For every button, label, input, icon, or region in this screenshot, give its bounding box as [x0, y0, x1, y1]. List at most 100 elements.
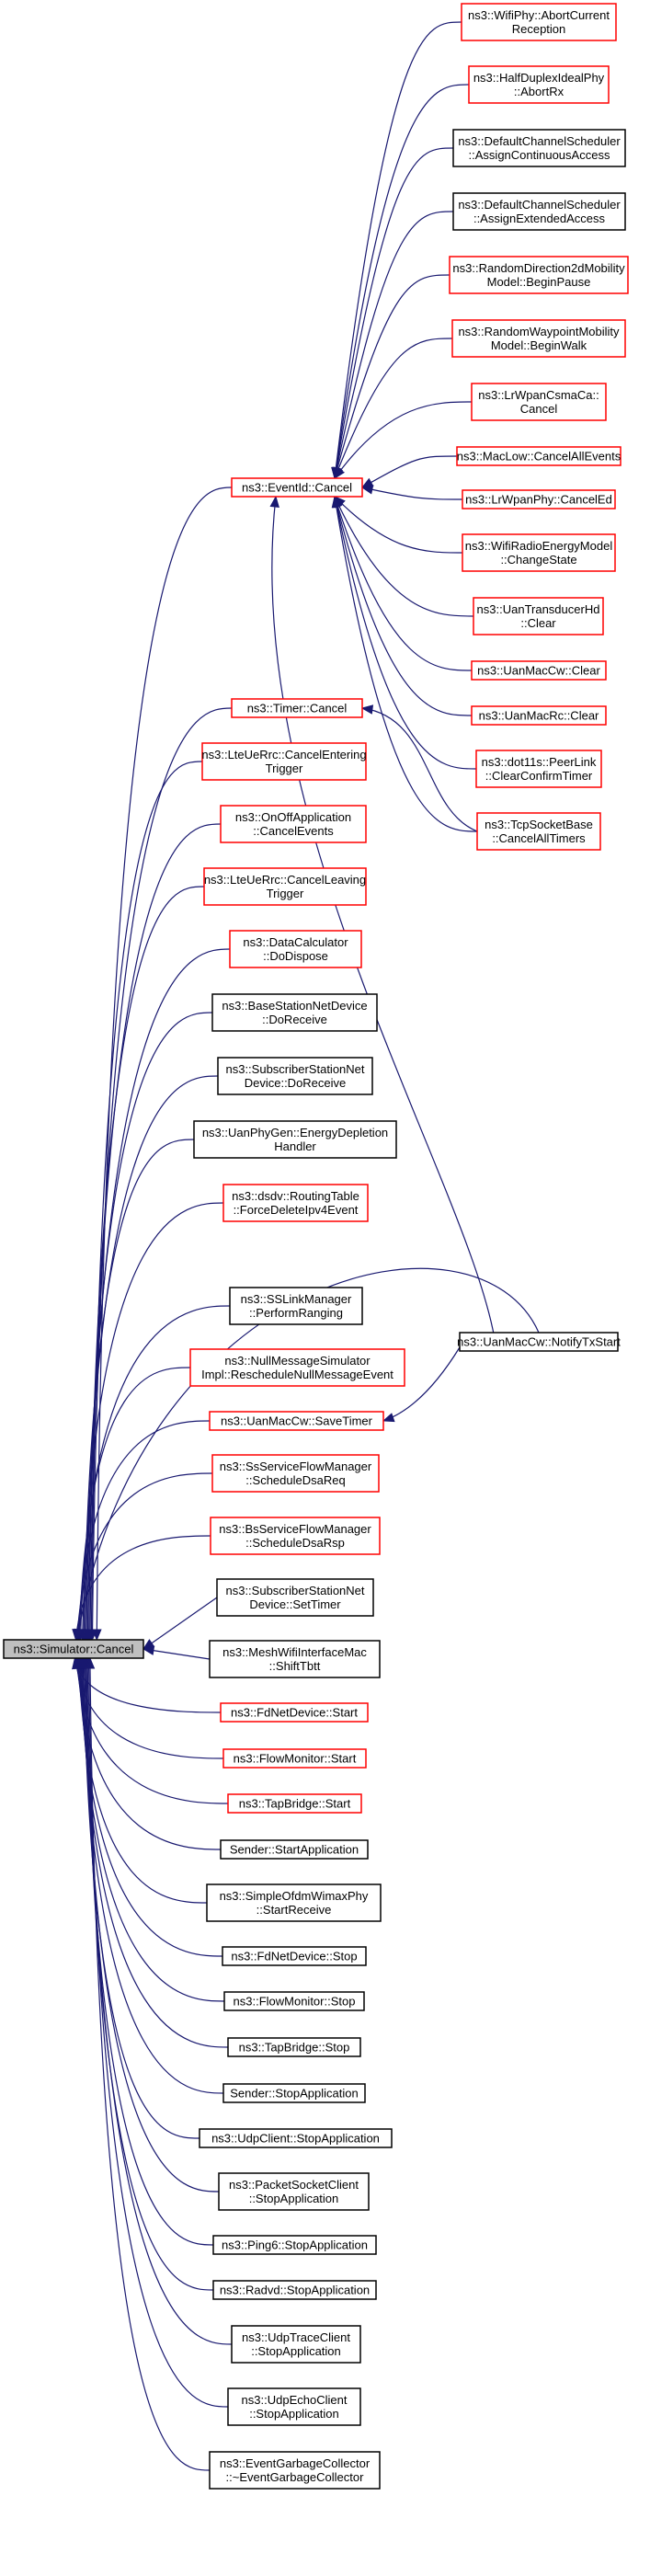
node-ping6-stopapplication[interactable]: ns3::Ping6::StopApplication	[212, 2235, 377, 2255]
node-label-ssnetdevice-doreceive-1: Device::DoReceive	[245, 1076, 347, 1090]
node-label-eventgc-destructor-0: ns3::EventGarbageCollector	[220, 2456, 371, 2470]
node-halfduplex-abortrx[interactable]: ns3::HalfDuplexIdealPhy::AbortRx	[468, 65, 610, 104]
node-randomwaypoint-beginwalk[interactable]: ns3::RandomWaypointMobilityModel::BeginW…	[451, 319, 626, 358]
node-label-flowmonitor-start-0: ns3::FlowMonitor::Start	[234, 1752, 357, 1766]
node-eventid-cancel[interactable]: ns3::EventId::Cancel	[231, 477, 363, 498]
node-label-eventid-cancel-0: ns3::EventId::Cancel	[242, 481, 352, 495]
node-eventgc-destructor[interactable]: ns3::EventGarbageCollector::~EventGarbag…	[209, 2451, 381, 2490]
node-label-udpclient-stopapplication-0: ns3::UdpClient::StopApplication	[211, 2132, 380, 2146]
node-uanmaccw-savetimer[interactable]: ns3::UanMacCw::SaveTimer	[209, 1411, 384, 1431]
node-tapbridge-start[interactable]: ns3::TapBridge::Start	[227, 1793, 362, 1814]
node-label-lrwpancsmaca-cancel-0: ns3::LrWpanCsmaCa::	[478, 388, 599, 402]
node-label-ssnetdevice-settimer-0: ns3::SubscriberStationNet	[225, 1584, 364, 1597]
node-label-onoff-cancelevents-1: ::CancelEvents	[253, 824, 334, 838]
node-simpleofdm-startreceive[interactable]: ns3::SimpleOfdmWimaxPhy::StartReceive	[206, 1883, 382, 1922]
node-label-fdnetdevice-start-0: ns3::FdNetDevice::Start	[231, 1706, 358, 1720]
edge-root-sender-startapplication	[73, 1656, 222, 1850]
node-label-udptrace-stopapplication-0: ns3::UdpTraceClient	[242, 2330, 350, 2344]
node-meshwifi-shifttbtt[interactable]: ns3::MeshWifiInterfaceMac::ShiftTbtt	[209, 1640, 381, 1678]
node-label-fdnetdevice-stop-0: ns3::FdNetDevice::Stop	[231, 1950, 357, 1963]
node-fdnetdevice-stop[interactable]: ns3::FdNetDevice::Stop	[222, 1946, 367, 1966]
node-lrwpanphy-canceled[interactable]: ns3::LrWpanPhy::CancelEd	[462, 489, 616, 509]
node-flowmonitor-start[interactable]: ns3::FlowMonitor::Start	[222, 1748, 367, 1769]
node-label-dcs-assigncontinuous-0: ns3::DefaultChannelScheduler	[458, 134, 621, 148]
edge-root-timer-cancel	[87, 707, 233, 1642]
node-dot11s-peerlink-clearconfirm[interactable]: ns3::dot11s::PeerLink::ClearConfirmTimer	[475, 750, 602, 788]
node-uanmaccw-notifytxstart[interactable]: ns3::UanMacCw::NotifyTxStart	[457, 1332, 621, 1352]
node-maclow-cancelallevents[interactable]: ns3::MacLow::CancelAllEvents	[456, 446, 621, 466]
node-label-ssnetdevice-doreceive-0: ns3::SubscriberStationNet	[225, 1062, 364, 1076]
node-label-sslinkmanager-performranging-0: ns3::SSLinkManager	[241, 1292, 352, 1306]
edge-eventid-dot11s-peerlink-clearconfirm	[332, 495, 477, 770]
node-sslinkmanager-performranging[interactable]: ns3::SSLinkManager::PerformRanging	[229, 1287, 363, 1325]
node-label-dcs-assignextended-1: ::AssignExtendedAccess	[473, 212, 606, 225]
node-label-simpleofdm-startreceive-0: ns3::SimpleOfdmWimaxPhy	[220, 1889, 369, 1903]
node-udpecho-stopapplication[interactable]: ns3::UdpEchoClient::StopApplication	[227, 2387, 361, 2426]
node-ssnetdevice-settimer[interactable]: ns3::SubscriberStationNetDevice::SetTime…	[216, 1578, 374, 1617]
node-ssflowmanager-scheduledsareq[interactable]: ns3::SsServiceFlowManager::ScheduleDsaRe…	[211, 1454, 380, 1493]
node-onoff-cancelevents[interactable]: ns3::OnOffApplication::CancelEvents	[220, 805, 367, 843]
node-wifiradioenergy-changestate[interactable]: ns3::WifiRadioEnergyModel::ChangeState	[462, 533, 616, 572]
node-label-ssflowmanager-scheduledsareq-1: ::ScheduleDsaReq	[245, 1473, 345, 1487]
edge-root-eventid-cancel	[92, 487, 233, 1642]
node-datacalculator-dodispose[interactable]: ns3::DataCalculator::DoDispose	[229, 930, 362, 968]
node-label-datacalculator-dodispose-1: ::DoDispose	[263, 949, 328, 963]
node-label-lteuerrc-cancelentering-1: Trigger	[266, 761, 303, 775]
node-bsflowmanager-scheduledsarsp[interactable]: ns3::BsServiceFlowManager::ScheduleDsaRs…	[210, 1517, 381, 1555]
node-flowmonitor-stop[interactable]: ns3::FlowMonitor::Stop	[223, 1991, 365, 2011]
node-dsdv-forcedelete[interactable]: ns3::dsdv::RoutingTable::ForceDeleteIpv4…	[222, 1184, 369, 1222]
node-label-bsflowmanager-scheduledsarsp-1: ::ScheduleDsaRsp	[245, 1536, 345, 1550]
node-uanmaccw-clear[interactable]: ns3::UanMacCw::Clear	[471, 660, 607, 681]
edge-root-lteuerrc-cancelentering	[86, 761, 203, 1642]
node-label-dsdv-forcedelete-1: ::ForceDeleteIpv4Event	[234, 1203, 359, 1217]
node-label-radvd-stopapplication-0: ns3::Radvd::StopApplication	[220, 2284, 370, 2297]
node-radvd-stopapplication[interactable]: ns3::Radvd::StopApplication	[212, 2280, 377, 2300]
edge-eventid-tcpsocketbase-cancelalltimers	[331, 495, 478, 832]
node-ssnetdevice-doreceive[interactable]: ns3::SubscriberStationNetDevice::DoRecei…	[217, 1057, 373, 1095]
node-uantransducerhd-clear[interactable]: ns3::UanTransducerHd::Clear	[473, 597, 604, 635]
node-udptrace-stopapplication[interactable]: ns3::UdpTraceClient::StopApplication	[231, 2325, 361, 2364]
node-label-ssnetdevice-settimer-1: Device::SetTimer	[249, 1597, 341, 1611]
edge-root-flowmonitor-start	[72, 1656, 224, 1759]
node-tcpsocketbase-cancelalltimers[interactable]: ns3::TcpSocketBase::CancelAllTimers	[476, 812, 601, 851]
node-label-uanmaccw-savetimer-0: ns3::UanMacCw::SaveTimer	[221, 1414, 373, 1428]
node-sender-startapplication[interactable]: Sender::StartApplication	[220, 1839, 369, 1860]
node-sender-stopapplication[interactable]: Sender::StopApplication	[222, 2083, 366, 2103]
node-uanmacrc-clear[interactable]: ns3::UanMacRc::Clear	[471, 705, 607, 726]
node-label-bsnetdevice-doreceive-0: ns3::BaseStationNetDevice	[222, 999, 367, 1013]
node-tapbridge-stop[interactable]: ns3::TapBridge::Stop	[227, 2037, 361, 2057]
node-label-halfduplex-abortrx-1: ::AbortRx	[514, 85, 564, 98]
node-packetsocket-stopapplication[interactable]: ns3::PacketSocketClient::StopApplication	[218, 2172, 370, 2211]
node-dcs-assignextended[interactable]: ns3::DefaultChannelScheduler::AssignExte…	[452, 192, 626, 231]
node-label-halfduplex-abortrx-0: ns3::HalfDuplexIdealPhy	[473, 71, 605, 85]
node-root[interactable]: ns3::Simulator::Cancel	[3, 1639, 144, 1659]
node-label-wifiphy-abortcurrent-1: Reception	[512, 22, 566, 36]
node-lrwpancsmaca-cancel[interactable]: ns3::LrWpanCsmaCa::Cancel	[471, 383, 607, 421]
node-randomdirection-beginpause[interactable]: ns3::RandomDirection2dMobilityModel::Beg…	[449, 256, 629, 294]
node-label-udptrace-stopapplication-1: ::StopApplication	[251, 2344, 341, 2358]
node-label-wifiphy-abortcurrent-0: ns3::WifiPhy::AbortCurrent	[468, 8, 610, 22]
node-timer-cancel[interactable]: ns3::Timer::Cancel	[231, 698, 363, 718]
node-fdnetdevice-start[interactable]: ns3::FdNetDevice::Start	[220, 1702, 369, 1723]
node-udpclient-stopapplication[interactable]: ns3::UdpClient::StopApplication	[199, 2128, 393, 2148]
node-label-lrwpanphy-canceled-0: ns3::LrWpanPhy::CancelEd	[465, 493, 612, 507]
node-label-meshwifi-shifttbtt-1: ::ShiftTbtt	[269, 1659, 321, 1673]
node-label-dot11s-peerlink-clearconfirm-1: ::ClearConfirmTimer	[485, 769, 593, 783]
node-label-dcs-assigncontinuous-1: ::AssignContinuousAccess	[469, 148, 610, 162]
node-label-simpleofdm-startreceive-1: ::StartReceive	[257, 1903, 332, 1917]
node-label-ssflowmanager-scheduledsareq-0: ns3::SsServiceFlowManager	[220, 1460, 372, 1473]
node-label-uanmacrc-clear-0: ns3::UanMacRc::Clear	[479, 709, 599, 723]
edge-root-udpclient-stopapplication	[78, 1656, 200, 2139]
node-bsnetdevice-doreceive[interactable]: ns3::BaseStationNetDevice::DoReceive	[211, 993, 378, 1032]
node-label-dcs-assignextended-0: ns3::DefaultChannelScheduler	[458, 198, 621, 212]
node-label-dot11s-peerlink-clearconfirm-0: ns3::dot11s::PeerLink	[482, 755, 597, 769]
node-label-meshwifi-shifttbtt-0: ns3::MeshWifiInterfaceMac	[222, 1645, 367, 1659]
node-nullmessage-reschedule[interactable]: ns3::NullMessageSimulatorImpl::Reschedul…	[189, 1348, 405, 1387]
node-dcs-assigncontinuous[interactable]: ns3::DefaultChannelScheduler::AssignCont…	[452, 129, 626, 167]
edge-eventid-lrwpancsmaca-cancel	[334, 401, 473, 480]
